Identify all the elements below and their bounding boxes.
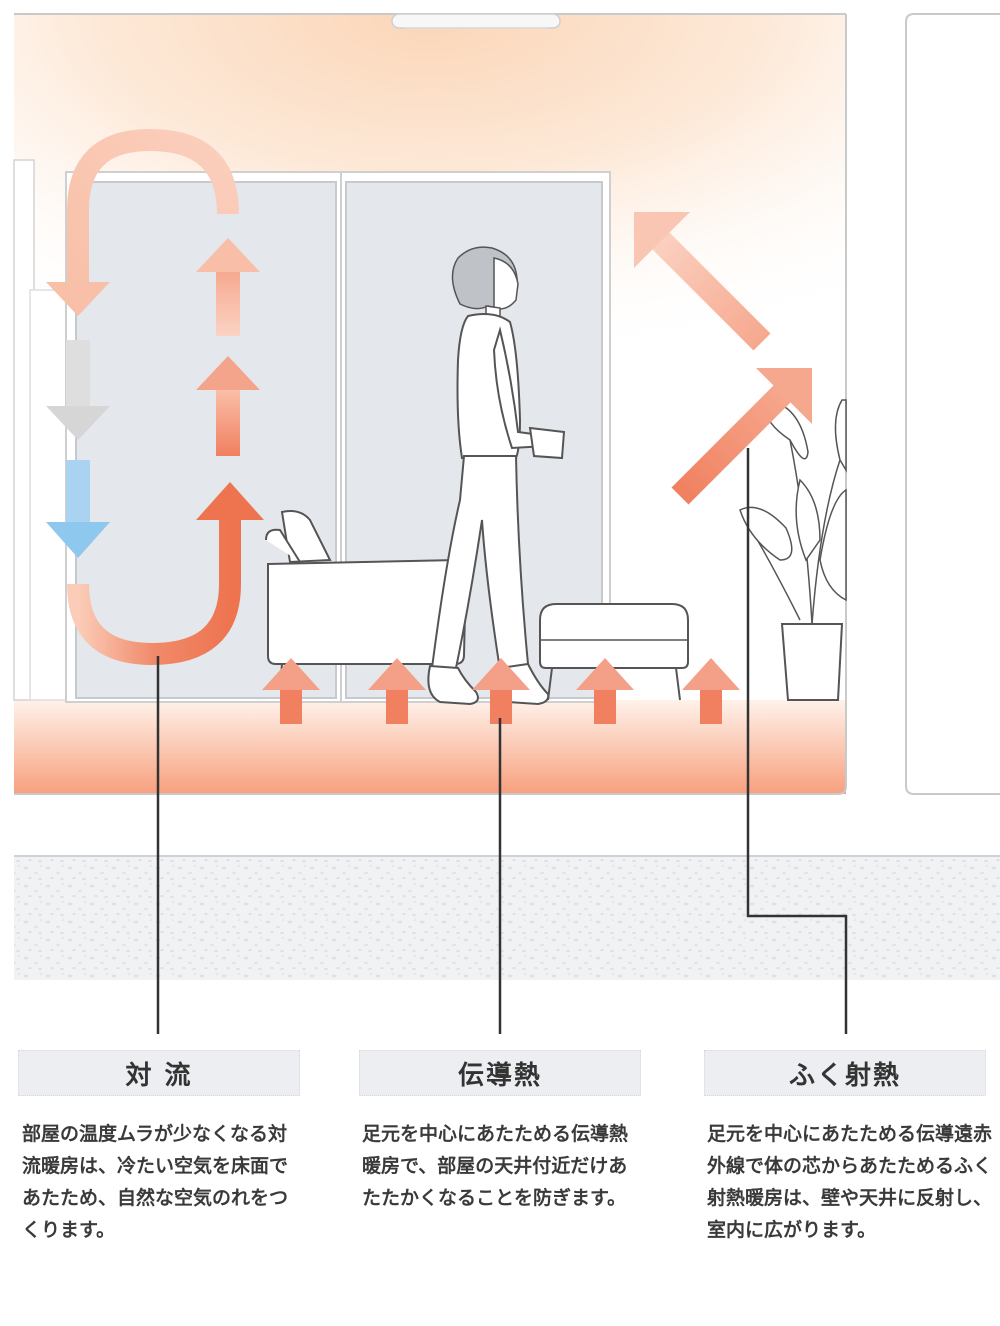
convection-label-box: 対 流 bbox=[18, 1050, 300, 1096]
potted-plant-icon bbox=[739, 399, 847, 701]
room-heating-diagram bbox=[13, 13, 1000, 1034]
radiant-heat-arrows bbox=[634, 212, 812, 505]
ceiling-light-icon bbox=[391, 13, 561, 29]
ground-gravel bbox=[14, 855, 1000, 980]
conduction-arrows bbox=[262, 658, 740, 724]
convection-description: 部屋の温度ムラが少なくなる対流暖房は、冷たい空気を床面であたため、自然な空気のれ… bbox=[22, 1123, 289, 1241]
convection-title: 対 流 bbox=[125, 1060, 193, 1091]
conduction-description: 足元を中心にあたためる伝導熱暖房で、部屋の天井付近だけあたたかくなることを防ぎま… bbox=[362, 1123, 629, 1209]
ottoman-icon bbox=[539, 603, 689, 701]
armchair-icon bbox=[265, 510, 468, 691]
conduction-label-box: 伝導熱 bbox=[359, 1050, 641, 1096]
radiant-title: ふく射熱 bbox=[788, 1060, 901, 1091]
adjacent-room-wall bbox=[905, 13, 1000, 795]
leader-lines bbox=[156, 448, 848, 1034]
radiant-label-box: ふく射熱 bbox=[704, 1050, 986, 1096]
convection-arrows bbox=[46, 128, 264, 666]
radiant-description: 足元を中心にあたためる伝導遠赤外線で体の芯からあたためるふく射熱暖房は、壁や天井… bbox=[707, 1123, 993, 1241]
conduction-title: 伝導熱 bbox=[457, 1060, 542, 1091]
standing-person-icon bbox=[427, 246, 566, 706]
